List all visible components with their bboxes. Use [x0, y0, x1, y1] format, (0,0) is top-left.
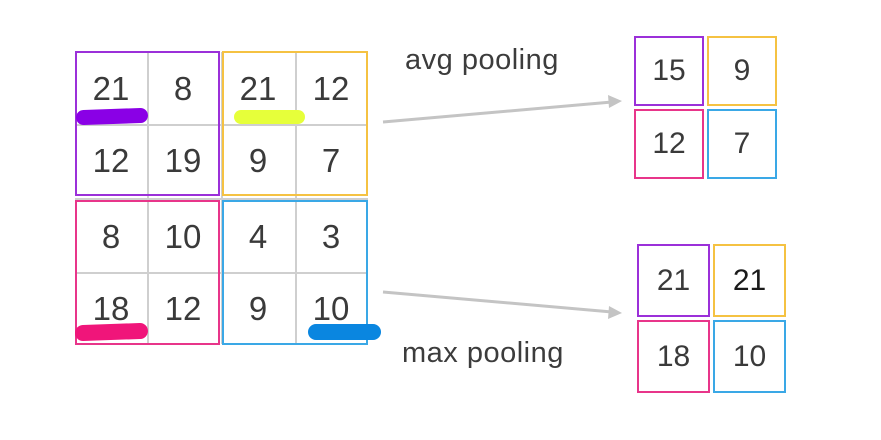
max-pooling-label: max pooling	[402, 337, 564, 369]
max-pooling-arrow	[382, 290, 613, 314]
quadrant-bottom-left	[75, 200, 220, 345]
grid-divider-h3	[75, 272, 368, 274]
grid-divider-h1	[75, 124, 368, 126]
avg-pooling-label: avg pooling	[405, 44, 559, 76]
input-cell-r3c4: 3	[321, 217, 341, 255]
max-output-r1c2: 21	[713, 244, 786, 317]
input-cell-r4c1: 18	[92, 290, 130, 327]
max-output-r1c1: 21	[637, 244, 710, 317]
input-cell-r1c2: 8	[173, 70, 193, 107]
input-cell-r4c2: 12	[164, 290, 202, 327]
max-output-r2c1: 18	[637, 320, 710, 393]
input-cell-r4c4: 10	[312, 290, 350, 327]
input-cell-r2c4: 7	[321, 142, 341, 179]
quadrant-top-left	[75, 51, 220, 196]
input-cell-r1c3: 21	[239, 70, 277, 107]
input-cell-r2c1: 12	[92, 142, 130, 179]
quadrant-top-right	[222, 51, 368, 196]
avg-output-r1c2: 9	[707, 36, 777, 106]
max-output-r2c2: 10	[713, 320, 786, 393]
input-cell-r2c3: 9	[248, 142, 268, 179]
avg-output-r2c2: 7	[707, 109, 777, 179]
avg-output-r1c1: 15	[634, 36, 704, 106]
input-cell-r3c3: 4	[248, 217, 268, 255]
input-cell-r1c4: 12	[312, 70, 350, 107]
quadrant-bottom-right	[222, 200, 368, 345]
input-cell-r1c1: 21	[92, 70, 130, 107]
avg-output-r2c1: 12	[634, 109, 704, 179]
input-cell-r2c2: 19	[164, 142, 202, 179]
input-cell-r3c2: 10	[164, 217, 202, 255]
avg-pooling-arrowhead	[608, 95, 622, 108]
input-cell-r4c3: 9	[248, 290, 268, 327]
marker-yellow	[234, 110, 305, 124]
input-cell-r3c1: 8	[101, 217, 121, 255]
grid-divider-h2	[75, 198, 368, 200]
max-pooling-arrowhead	[608, 306, 622, 319]
marker-blue	[308, 324, 381, 340]
avg-pooling-arrow	[382, 100, 613, 124]
